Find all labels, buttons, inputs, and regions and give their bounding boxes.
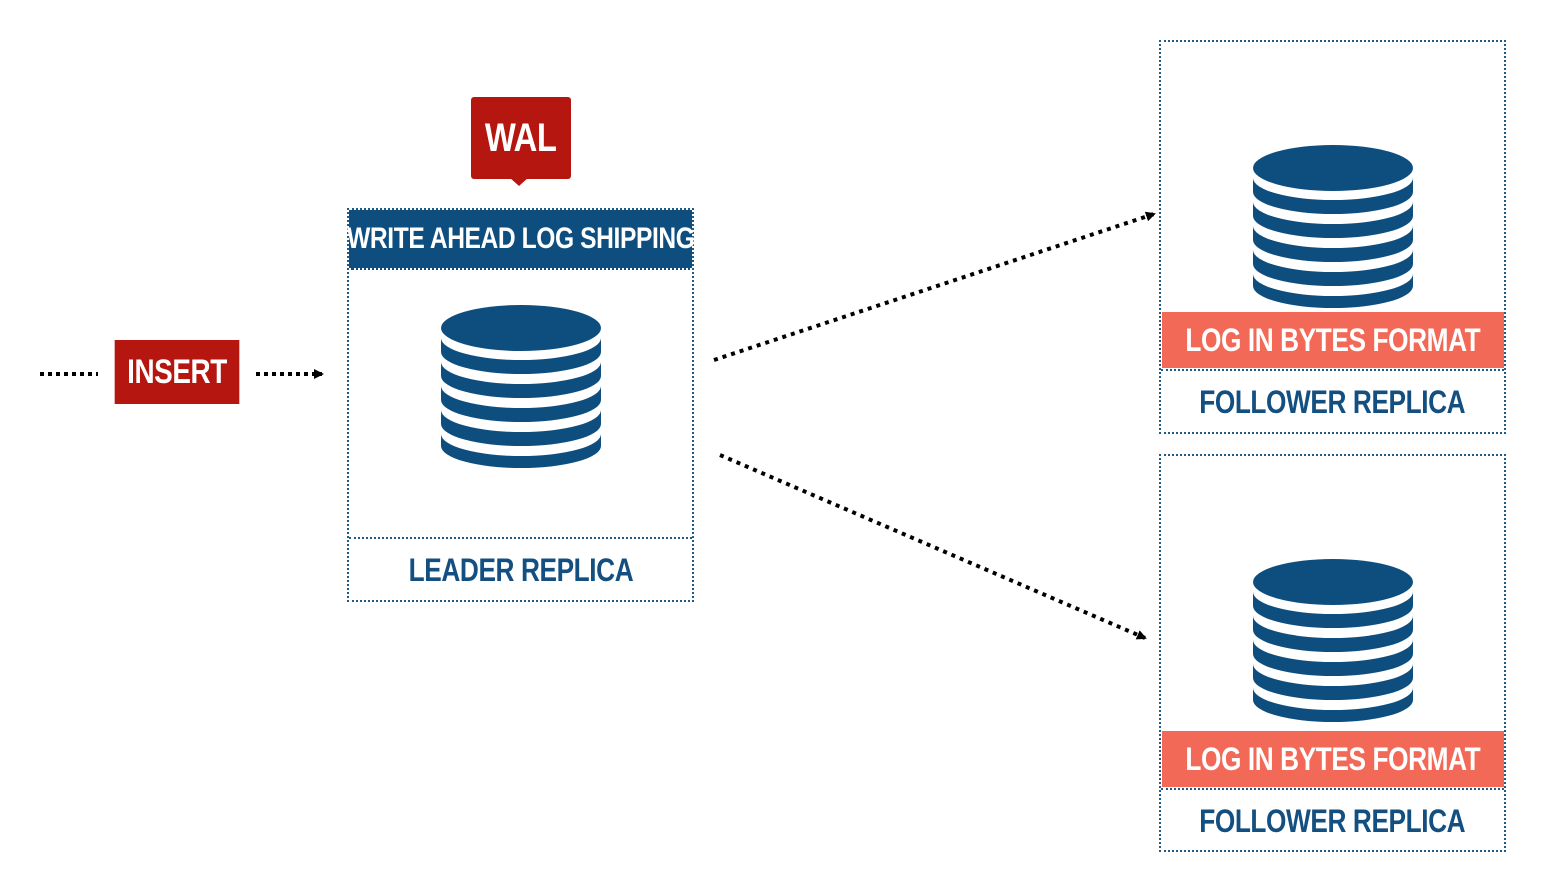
- leader-database-icon: [441, 305, 601, 468]
- follower-2-database-icon: [1253, 559, 1413, 722]
- wal-shipping-header: WRITE AHEAD LOG SHIPPING: [346, 210, 695, 270]
- arrow-leader-to-follower-1: [713, 211, 1156, 362]
- follower-1-text: FOLLOWER REPLICA: [1199, 383, 1466, 420]
- wal-tag: WAL: [471, 97, 571, 179]
- follower-2-text: FOLLOWER REPLICA: [1199, 802, 1466, 839]
- leader-replica-box: [347, 208, 694, 602]
- follower-1-divider: [1161, 369, 1504, 371]
- follower-replica-box-1: [1159, 40, 1506, 434]
- leader-replica-label: LEADER REPLICA: [349, 540, 692, 600]
- follower-1-log-format-tag: LOG IN BYTES FORMAT: [1162, 312, 1504, 368]
- follower-1-log-format-text: LOG IN BYTES FORMAT: [1185, 321, 1481, 358]
- arrow-leader-to-follower-2: [719, 453, 1147, 640]
- wal-shipping-header-text: WRITE AHEAD LOG SHIPPING: [346, 222, 695, 255]
- follower-replica-box-2: [1159, 454, 1506, 852]
- follower-1-database-icon: [1253, 145, 1413, 308]
- follower-2-label: FOLLOWER REPLICA: [1161, 791, 1504, 851]
- leader-replica-text: LEADER REPLICA: [408, 551, 633, 588]
- leader-divider: [349, 537, 692, 539]
- follower-2-log-format-tag: LOG IN BYTES FORMAT: [1162, 731, 1504, 787]
- wal-label: WAL: [485, 115, 557, 160]
- follower-1-label: FOLLOWER REPLICA: [1161, 372, 1504, 432]
- follower-2-divider: [1161, 788, 1504, 790]
- insert-label: INSERT: [127, 352, 227, 391]
- insert-tag: INSERT: [114, 340, 240, 404]
- wal-tag-pointer: [509, 177, 529, 186]
- follower-2-log-format-text: LOG IN BYTES FORMAT: [1185, 740, 1481, 777]
